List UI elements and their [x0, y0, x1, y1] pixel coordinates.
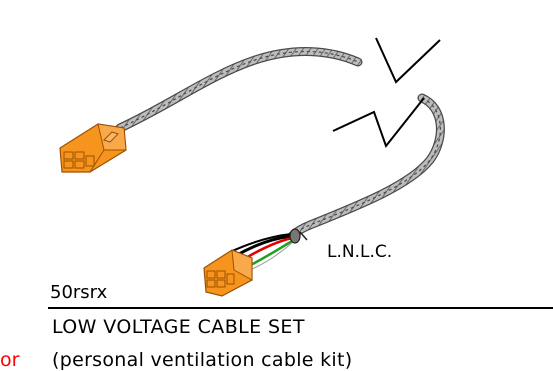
title-divider: [48, 307, 553, 309]
connector-label: L.N.L.C.: [327, 242, 393, 262]
diagram-title: LOW VOLTAGE CABLE SET: [52, 316, 305, 338]
model-code: 50rsrx: [50, 282, 108, 303]
diagram-subtitle: (personal ventilation cable kit): [52, 349, 353, 371]
zigzag-break-icon: [332, 37, 441, 149]
cut-off-red-text: or: [0, 349, 20, 371]
upper-cable: [115, 47, 363, 133]
lower-cable: [287, 93, 445, 241]
right-connector: [203, 249, 253, 297]
left-connector: [59, 123, 127, 173]
